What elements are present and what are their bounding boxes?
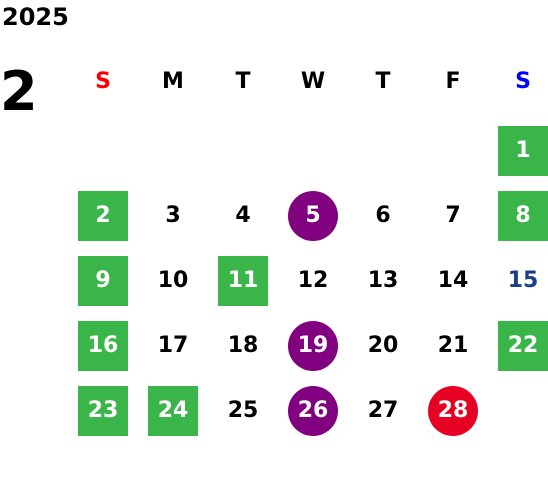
day-number: 13 — [367, 267, 399, 293]
day-cell[interactable]: 8 — [488, 183, 548, 248]
day-cell[interactable]: 26 — [278, 378, 348, 443]
day-number: 8 — [498, 190, 548, 241]
day-cell[interactable]: 18 — [208, 313, 278, 378]
day-cell[interactable]: 14 — [418, 248, 488, 313]
day-cell[interactable]: 15 — [488, 248, 548, 313]
day-number: 19 — [288, 320, 338, 371]
day-number: 24 — [148, 385, 198, 436]
day-number: 16 — [78, 320, 128, 371]
day-number: 28 — [428, 385, 478, 436]
day-number: 18 — [227, 332, 259, 358]
day-number: 2 — [78, 190, 128, 241]
day-number: 15 — [507, 267, 539, 293]
day-number: 20 — [367, 332, 399, 358]
day-number: 11 — [218, 255, 268, 306]
day-number: 7 — [445, 202, 461, 228]
day-cell[interactable]: 2 — [68, 183, 138, 248]
day-number: 10 — [157, 267, 189, 293]
day-number: 9 — [78, 255, 128, 306]
day-cell[interactable]: 16 — [68, 313, 138, 378]
weekday-label: T — [375, 69, 391, 94]
day-cell[interactable]: 21 — [418, 313, 488, 378]
day-cell[interactable]: 7 — [418, 183, 488, 248]
day-number: 14 — [437, 267, 469, 293]
day-cell[interactable]: 10 — [138, 248, 208, 313]
day-cell[interactable]: 25 — [208, 378, 278, 443]
day-cell[interactable]: 4 — [208, 183, 278, 248]
day-cell[interactable]: 13 — [348, 248, 418, 313]
day-number: 26 — [288, 385, 338, 436]
day-cell[interactable]: 27 — [348, 378, 418, 443]
day-number: 25 — [227, 397, 259, 423]
day-cell[interactable]: 22 — [488, 313, 548, 378]
day-number: 4 — [235, 202, 251, 228]
day-cell[interactable]: 1 — [488, 118, 548, 183]
day-number: 12 — [297, 267, 329, 293]
day-cell[interactable]: 24 — [138, 378, 208, 443]
day-cell[interactable]: 6 — [348, 183, 418, 248]
weekday-label: M — [162, 69, 184, 94]
day-cell[interactable]: 20 — [348, 313, 418, 378]
weekday-label: S — [95, 69, 111, 94]
day-number: 23 — [78, 385, 128, 436]
year-label: 2025 — [2, 3, 69, 31]
month-number: 2 — [0, 60, 38, 123]
day-cell[interactable]: 9 — [68, 248, 138, 313]
day-number: 21 — [437, 332, 469, 358]
day-cell[interactable]: 5 — [278, 183, 348, 248]
weekday-label: W — [300, 69, 326, 94]
day-cell[interactable]: 12 — [278, 248, 348, 313]
day-cell[interactable]: 28 — [418, 378, 488, 443]
day-cell[interactable]: 23 — [68, 378, 138, 443]
day-number: 3 — [165, 202, 181, 228]
day-number: 1 — [498, 125, 548, 176]
weekday-label: T — [235, 69, 251, 94]
day-number: 5 — [288, 190, 338, 241]
weekday-label: F — [445, 69, 461, 94]
day-cell[interactable]: 3 — [138, 183, 208, 248]
day-cell[interactable]: 17 — [138, 313, 208, 378]
day-number: 27 — [367, 397, 399, 423]
weekday-label: S — [515, 69, 531, 94]
day-cell[interactable]: 11 — [208, 248, 278, 313]
day-number: 17 — [157, 332, 189, 358]
day-cell[interactable]: 19 — [278, 313, 348, 378]
day-number: 6 — [375, 202, 391, 228]
day-number: 22 — [498, 320, 548, 371]
